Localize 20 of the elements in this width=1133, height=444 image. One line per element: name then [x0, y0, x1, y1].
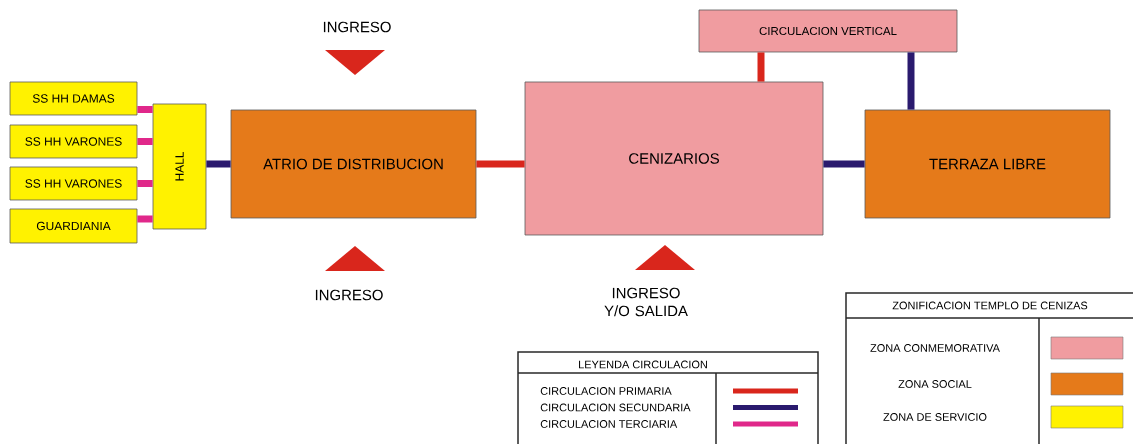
zone-box: SS HH VARONES [9, 124, 138, 159]
legend-text: ZONA CONMEMORATIVA [870, 344, 1000, 352]
legend-text: ZONA SOCIAL [898, 380, 972, 388]
table-title: ZONIFICACION TEMPLO DE CENIZAS [892, 301, 1088, 310]
entry-label: INGRESO [315, 289, 383, 301]
legend-text: CIRCULACION TERCIARIA [540, 420, 678, 428]
zone-box: HALL [152, 103, 207, 230]
zone-box: TERRAZA LIBRE [864, 109, 1111, 219]
zone-box: CENIZARIOS [524, 81, 824, 236]
zone-box: CIRCULACION VERTICAL [698, 9, 958, 53]
table-title: LEYENDA CIRCULACION [579, 360, 707, 369]
entry-label: INGRESO [323, 21, 391, 33]
zone-box: SS HH VARONES [9, 166, 138, 201]
zone-box: GUARDIANIA [9, 208, 138, 244]
legend-text: CIRCULACION SECUNDARIA [540, 403, 691, 412]
zone-box: SS HH DAMAS [9, 81, 138, 116]
zone-box: ATRIO DE DISTRIBUCION [230, 109, 477, 219]
legend-text: CIRCULACION PRIMARIA [540, 387, 672, 395]
entry-label: INGRESO Y/O SALIDA [604, 287, 688, 317]
legend-text: ZONA DE SERVICIO [883, 413, 987, 421]
